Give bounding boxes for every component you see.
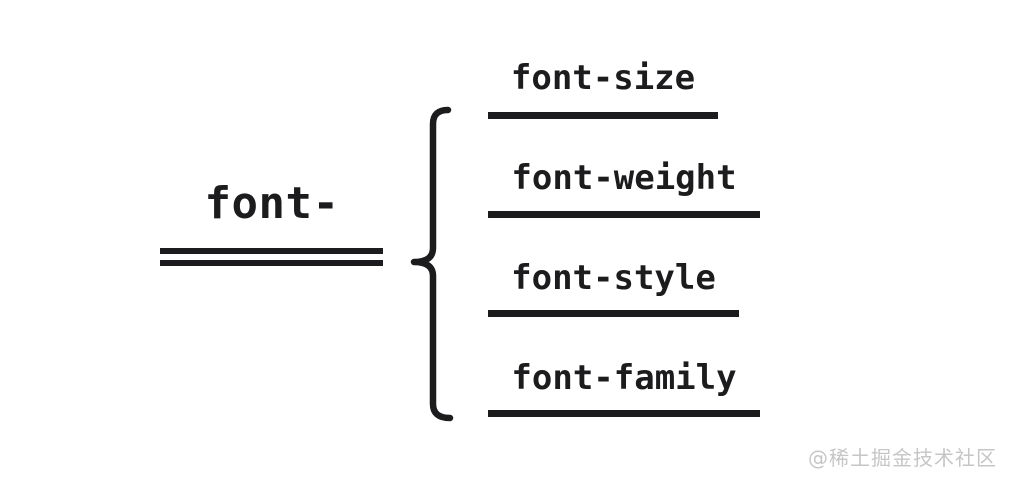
property-underline [488, 410, 760, 417]
watermark: @稀土掘金技术社区 [808, 446, 997, 470]
root-double-underline [160, 248, 383, 266]
property-label-font-style: font-style [511, 258, 716, 298]
property-underline [488, 211, 760, 218]
property-label-font-family: font-family [511, 358, 737, 398]
property-label-font-weight: font-weight [511, 158, 737, 198]
curly-brace-icon [410, 106, 454, 422]
property-underline [488, 310, 739, 317]
root-label: font- [204, 178, 340, 229]
property-label-font-size: font-size [510, 58, 696, 98]
property-underline [488, 112, 718, 119]
